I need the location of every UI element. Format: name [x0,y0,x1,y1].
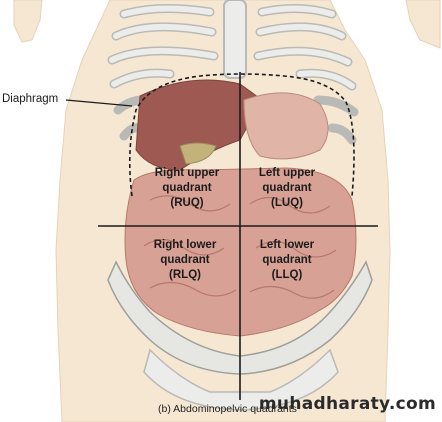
ruq-line-1: Right upper [154,167,220,179]
figure-caption: (b) Abdominopelvic quadrants [158,403,297,415]
luq-line-1: Left upper [258,167,316,179]
rlq-line-2: quadrant [160,254,210,266]
site-watermark: muhadharaty.com [258,394,436,414]
luq-line-2: quadrant [262,182,312,194]
intestine-loops [143,195,337,299]
diaphragm-leader-line [65,99,133,107]
left-arm [13,0,43,43]
rlq-label: Right lower quadrant (RLQ) [130,238,240,283]
sternum [223,0,247,79]
gallbladder [179,142,217,165]
llq-line-1: Left lower [259,239,315,251]
liver [135,79,263,171]
ruq-line-2: quadrant [162,182,212,194]
diaphragm-label: Diaphragm [2,93,59,105]
luq-line-3: (LUQ) [271,197,303,209]
llq-line-2: quadrant [262,254,312,266]
right-arm [405,0,441,49]
rlq-line-1: Right lower [153,239,217,251]
llq-label: Left lower quadrant (LLQ) [232,238,342,283]
ruq-line-3: (RUQ) [170,197,204,209]
rib-fill [109,5,355,89]
pelvis-lower [143,348,339,411]
rlq-line-3: (RLQ) [169,269,201,281]
ruq-label: Right upper quadrant (RUQ) [132,166,242,211]
diaphragm-outline [128,73,355,197]
luq-label: Left upper quadrant (LUQ) [232,166,342,211]
pelvis [107,260,373,375]
stomach [243,92,329,160]
llq-line-3: (LLQ) [271,269,303,281]
